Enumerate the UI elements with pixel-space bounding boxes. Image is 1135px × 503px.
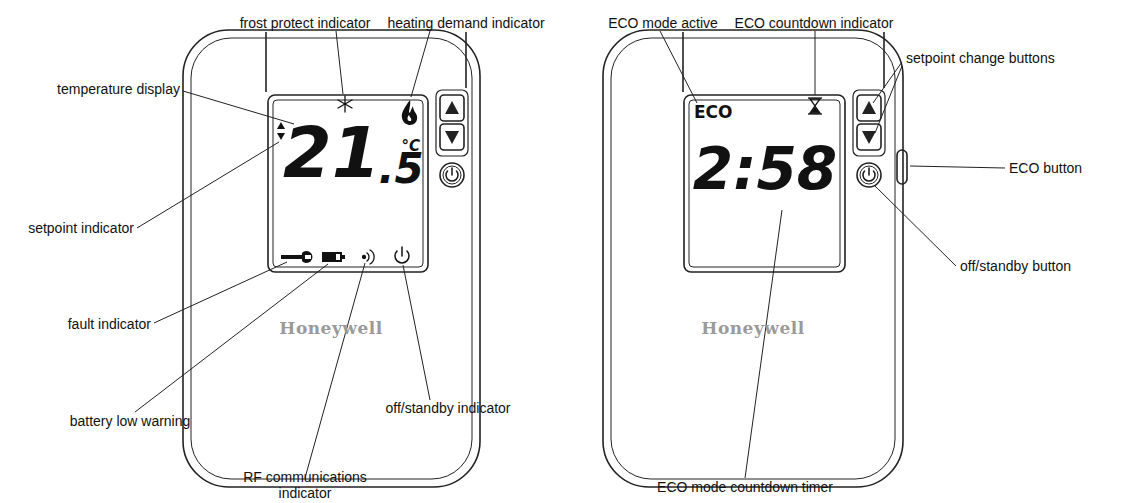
rf-wave <box>367 253 369 261</box>
fault-icon <box>281 251 312 263</box>
wrench-handle <box>281 255 303 259</box>
rf-dot <box>363 256 366 259</box>
leader-line <box>135 264 328 412</box>
callout-label: fault indicator <box>68 316 151 332</box>
leader-line <box>411 31 430 97</box>
callout-label: frost protect indicator <box>240 15 371 31</box>
leader-line <box>305 263 365 478</box>
callout-label: temperature display <box>57 81 180 97</box>
callout-label: ECO mode active <box>608 15 718 31</box>
front-panel-edge <box>265 32 267 92</box>
display-window <box>689 100 840 267</box>
callout-label: RF communications indicator <box>230 469 380 501</box>
standby-button <box>440 163 464 187</box>
wrench-jaw <box>305 255 311 259</box>
battery-level <box>336 254 340 260</box>
standby-button <box>857 163 881 187</box>
down-arrow <box>862 131 876 144</box>
leader-line <box>910 166 1005 168</box>
battery-body <box>322 252 342 262</box>
leader-line <box>137 142 279 228</box>
eco-button <box>897 150 907 184</box>
frost-icon <box>338 96 352 112</box>
down-arrow <box>445 131 459 144</box>
leader-lines <box>135 31 1005 478</box>
leader-line <box>875 66 902 133</box>
display-frame <box>268 95 428 272</box>
rf-wave <box>370 250 374 264</box>
leader-line <box>336 31 343 94</box>
countdown-digits: 2:58 <box>693 140 837 198</box>
leader-line <box>874 185 956 266</box>
brand-logo: Honeywell <box>279 320 382 337</box>
up-arrow <box>445 101 459 114</box>
eco-indicator: ECO <box>694 104 733 121</box>
power-symbol <box>401 247 403 256</box>
right-thermostat <box>603 30 907 487</box>
callout-label: setpoint indicator <box>28 220 134 236</box>
callout-label: battery low warning <box>70 413 191 429</box>
front-panel-edge <box>883 32 885 88</box>
housing-outline <box>183 30 480 487</box>
callout-label: ECO mode countdown timer <box>657 479 833 495</box>
up-button <box>440 95 464 121</box>
display-digits: 21 <box>283 118 380 188</box>
right-button-marks <box>862 101 876 144</box>
wrench-head <box>302 251 312 263</box>
hourglass-body <box>810 99 820 113</box>
leader-line <box>154 262 287 323</box>
power-symbol <box>868 168 870 175</box>
callout-label: heating demand indicator <box>387 15 544 31</box>
down-button <box>440 124 464 150</box>
display-frame <box>684 95 845 272</box>
left-button-marks <box>445 101 459 144</box>
front-panel-edge <box>465 32 467 88</box>
callout-label: ECO countdown indicator <box>735 15 894 31</box>
callout-label: setpoint change buttons <box>906 50 1055 66</box>
snowflake-stroke <box>338 100 352 108</box>
callout-label: off/standby button <box>960 258 1071 274</box>
hourglass-sand <box>812 108 818 112</box>
button-column <box>436 90 468 156</box>
left-thermostat <box>183 30 480 487</box>
leader-line <box>403 265 430 400</box>
standby-indicator-icon <box>395 247 409 263</box>
battery-icon <box>322 252 345 262</box>
up-arrow <box>862 101 876 114</box>
battery-tip <box>342 255 345 259</box>
hourglass-icon <box>808 98 822 114</box>
standby-button-rim <box>443 166 461 184</box>
housing-inner-edge <box>611 38 895 479</box>
housing-outline <box>603 30 903 487</box>
left-power-mark <box>446 168 458 181</box>
display-decimal: .5 <box>378 148 423 190</box>
display-window <box>273 100 423 267</box>
button-column <box>853 90 885 156</box>
rf-icon <box>363 250 375 264</box>
flame-icon <box>402 100 417 125</box>
leader-line <box>815 31 816 95</box>
unit-symbol: °C <box>401 139 420 154</box>
callout-label: off/standby indicator <box>385 400 510 416</box>
flame-icon-core <box>408 115 412 121</box>
leader-line <box>660 31 697 103</box>
leader-line <box>183 91 294 124</box>
right-power-mark <box>863 168 875 181</box>
front-panel-edge <box>682 32 684 92</box>
power-symbol <box>451 168 453 175</box>
leader-line <box>873 62 902 103</box>
standby-button-rim <box>860 166 878 184</box>
snowflake-stroke <box>338 100 352 108</box>
up-button <box>857 95 881 121</box>
leader-line <box>745 210 782 478</box>
brand-logo: Honeywell <box>701 320 804 337</box>
callout-label: ECO button <box>1009 160 1082 176</box>
